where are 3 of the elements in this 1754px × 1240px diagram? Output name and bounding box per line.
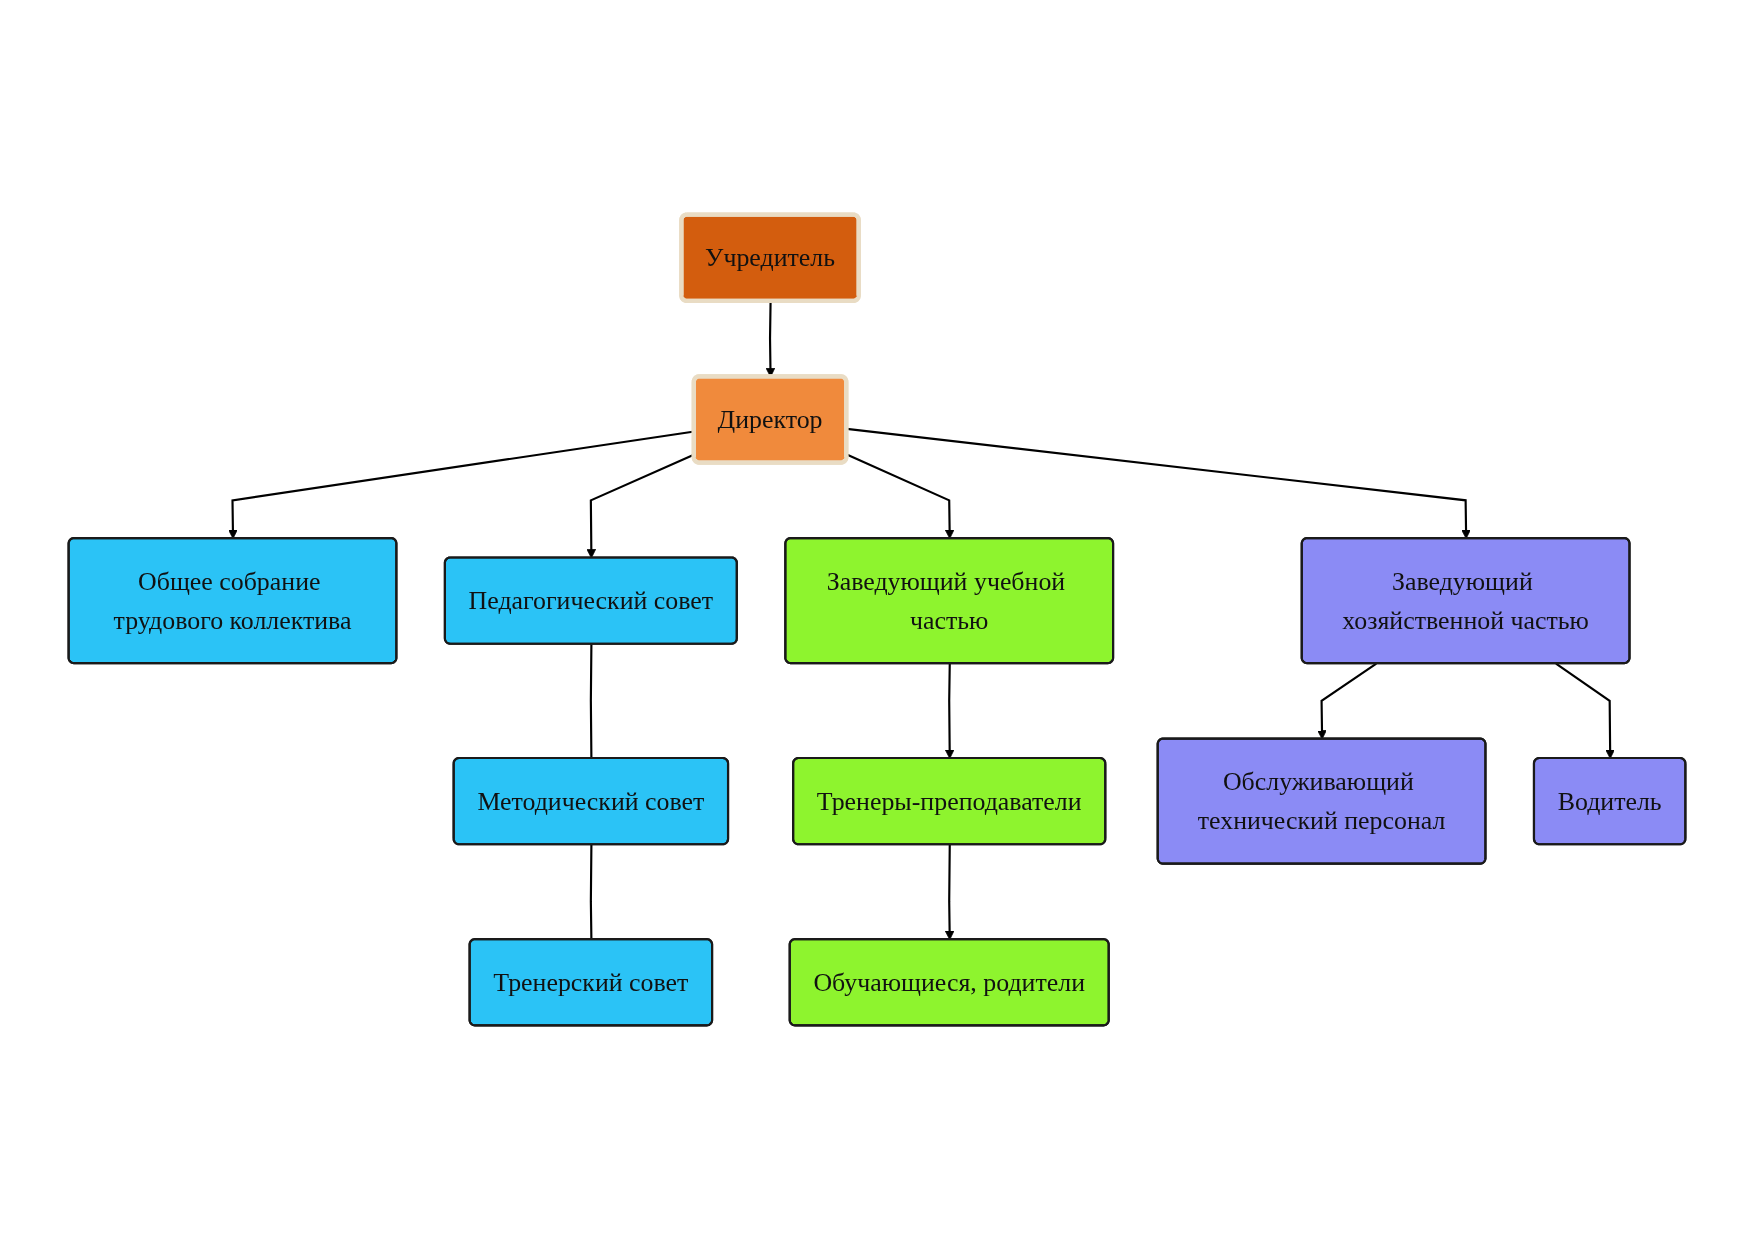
arrow xyxy=(944,663,955,759)
connector xyxy=(589,844,593,940)
connector xyxy=(589,644,593,759)
